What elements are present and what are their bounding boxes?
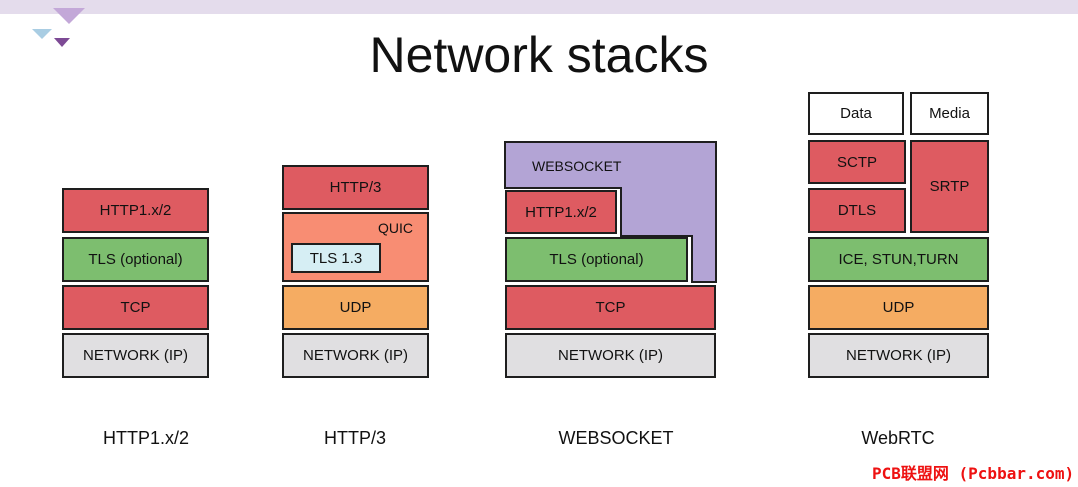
http1-layer-tcp: TCP	[62, 285, 209, 330]
http1-layer-http: HTTP1.x/2	[62, 188, 209, 233]
websocket-layer-http: HTTP1.x/2	[505, 190, 617, 234]
caption-http1: HTTP1.x/2	[102, 428, 190, 448]
watermark: PCB联盟网 (Pcbbar.com)	[872, 464, 1075, 483]
websocket-layer-network: NETWORK (IP)	[505, 333, 716, 378]
webrtc-layer-sctp: SCTP	[808, 140, 906, 184]
websocket-label: WEBSOCKET	[532, 158, 622, 174]
webrtc-layer-media: Media	[910, 92, 989, 135]
caption-websocket: WEBSOCKET	[558, 428, 674, 448]
http3-layer-udp: UDP	[282, 285, 429, 330]
webrtc-layer-network: NETWORK (IP)	[808, 333, 989, 378]
caption-webrtc: WebRTC	[861, 428, 935, 448]
http3-layer-network: NETWORK (IP)	[282, 333, 429, 378]
http3-layer-http: HTTP/3	[282, 165, 429, 210]
top-band	[0, 0, 1078, 14]
webrtc-layer-data: Data	[808, 92, 904, 135]
websocket-layer-tcp: TCP	[505, 285, 716, 330]
webrtc-layer-ice: ICE, STUN,TURN	[808, 237, 989, 282]
http3-layer-tls13: TLS 1.3	[291, 243, 381, 273]
caption-http3: HTTP/3	[323, 428, 386, 448]
decor-triangle-icon	[54, 38, 70, 47]
websocket-layer-tls: TLS (optional)	[505, 237, 688, 282]
webrtc-layer-udp: UDP	[808, 285, 989, 330]
decor-triangle-icon	[53, 8, 85, 24]
webrtc-layer-srtp: SRTP	[910, 140, 989, 233]
quic-label: QUIC	[378, 220, 413, 236]
webrtc-layer-dtls: DTLS	[808, 188, 906, 233]
http1-layer-tls: TLS (optional)	[62, 237, 209, 282]
slide-title: Network stacks	[369, 27, 709, 83]
decor-triangle-icon	[32, 29, 52, 39]
http1-layer-network: NETWORK (IP)	[62, 333, 209, 378]
